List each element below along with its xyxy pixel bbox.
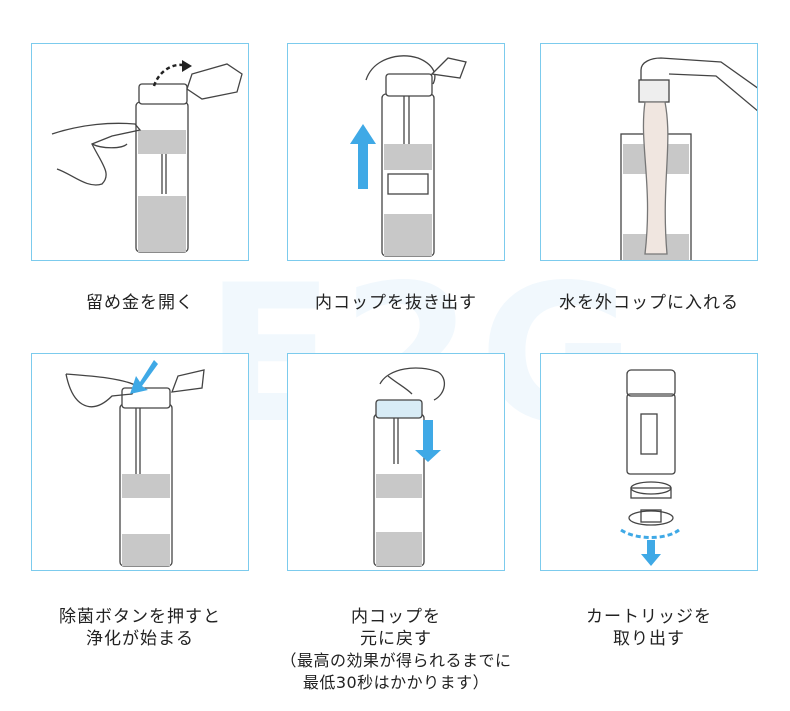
- caption-line: 内コップを抜き出す: [315, 293, 477, 313]
- caption-note-line: （最高の効果が得られるまでに: [280, 651, 512, 670]
- step-3-illustration: [540, 43, 758, 261]
- caption-note-line: 最低30秒はかかります）: [302, 673, 490, 692]
- step-6-caption: カートリッジを 取り出す: [540, 606, 758, 650]
- caption-line: 取り出す: [613, 629, 685, 649]
- caption-line: 除菌ボタンを押すと: [59, 607, 221, 627]
- step-2-illustration: [287, 43, 505, 261]
- step-4-caption: 除菌ボタンを押すと 浄化が始まる: [21, 606, 259, 650]
- caption-line: 元に戻す: [360, 629, 432, 649]
- step-6-illustration: [540, 353, 758, 571]
- step-5-illustration: [287, 353, 505, 571]
- step-3-caption: 水を外コップに入れる: [540, 292, 758, 314]
- caption-line: カートリッジを: [586, 607, 712, 627]
- step-1-caption: 留め金を開く: [31, 292, 249, 314]
- caption-line: 内コップを: [351, 607, 441, 627]
- caption-line: 浄化が始まる: [86, 629, 194, 649]
- step-5-caption: 内コップを 元に戻す （最高の効果が得られるまでに 最低30秒はかかります）: [247, 606, 545, 694]
- caption-line: 水を外コップに入れる: [559, 293, 739, 313]
- step-4-illustration: [31, 353, 249, 571]
- caption-line: 留め金を開く: [86, 293, 194, 313]
- step-2-caption: 内コップを抜き出す: [287, 292, 505, 314]
- step-1-illustration: [31, 43, 249, 261]
